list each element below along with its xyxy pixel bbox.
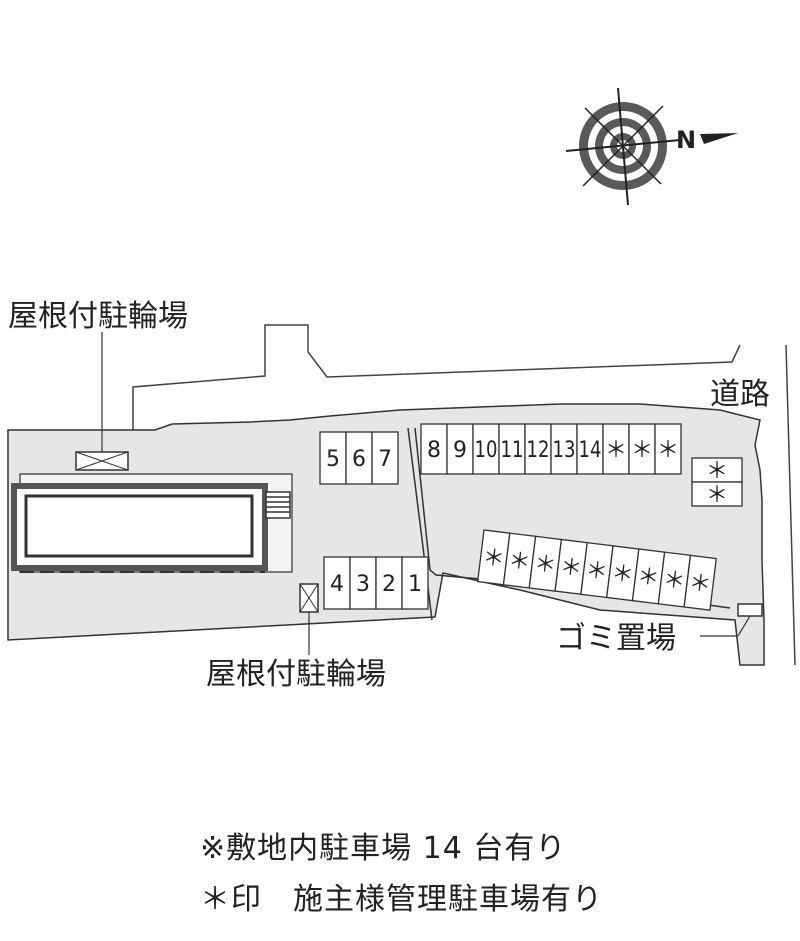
parking-space-label: 3	[356, 572, 370, 597]
parking-space	[576, 423, 604, 475]
bike-parking-bottom	[299, 583, 319, 613]
parking-right-pair: ＊＊	[691, 457, 743, 508]
parking-space	[319, 431, 347, 485]
parking-space-label: 8	[427, 438, 441, 463]
parking-space-label: 1	[408, 572, 422, 597]
parking-space	[691, 457, 743, 483]
parking-space-label: 10	[475, 438, 498, 463]
parking-space-label: ＊	[481, 545, 506, 572]
parking-space	[524, 423, 552, 475]
parking-space-label: ＊	[605, 438, 627, 463]
parking-space-label: 12	[527, 438, 550, 463]
parking-space-label: ＊	[706, 459, 728, 484]
parking-space-label: 14	[579, 438, 602, 463]
parking-space-label: 6	[352, 447, 366, 472]
parking-diagonal-row: ＊＊＊＊＊＊＊＊＊	[476, 529, 717, 611]
parking-space-label: 13	[553, 438, 576, 463]
parking-space-label: ＊	[631, 438, 653, 463]
parking-space-label: ＊	[706, 483, 728, 508]
parking-space-label: ＊	[688, 570, 713, 597]
leader-garbage-2	[737, 615, 751, 637]
parking-space	[691, 481, 743, 507]
parking-space	[446, 423, 474, 475]
parking-space-label: ＊	[657, 438, 679, 463]
bike-parking-bottom-label: 屋根付駐輪場	[206, 657, 386, 692]
road-outline	[132, 324, 741, 430]
parking-space	[654, 423, 682, 475]
parking-space	[345, 431, 373, 485]
parking-space-label: 5	[326, 447, 340, 472]
parking-space	[498, 423, 526, 475]
compass-icon	[565, 87, 738, 206]
parking-space-label: 2	[382, 572, 396, 597]
owner-parking-note: ＊印 施主様管理駐車場有り	[200, 882, 603, 917]
road-right-line	[785, 344, 796, 666]
parking-space-label: ＊	[533, 551, 558, 578]
parking-space	[420, 423, 448, 475]
parking-space-label: 7	[378, 447, 392, 472]
north-label: N	[676, 126, 696, 154]
parking-space-label: 11	[501, 438, 524, 463]
parking-space-label: ＊	[559, 555, 584, 582]
parking-note: ※敷地内駐車場 14 台有り	[200, 831, 567, 866]
bike-parking-top-label: 屋根付駐輪場	[8, 299, 188, 334]
garbage-box	[737, 603, 763, 617]
parking-space	[683, 554, 717, 611]
garbage-label: ゴミ置場	[556, 621, 676, 656]
building-inner	[24, 494, 254, 558]
parking-space-label: ＊	[610, 561, 635, 588]
parking-space-label: 9	[453, 438, 467, 463]
parking-space	[602, 423, 630, 475]
parking-space	[401, 556, 429, 610]
bike-parking-top	[75, 451, 129, 471]
parking-space-label: ＊	[662, 567, 687, 594]
stairs-icon	[265, 491, 291, 519]
parking-space-label: ＊	[636, 564, 661, 591]
parking-space-label: ＊	[584, 558, 609, 585]
parking-space-label: ＊	[507, 548, 532, 575]
parking-space	[371, 431, 399, 485]
parking-space-label: 4	[330, 572, 344, 597]
road-label: 道路	[710, 377, 770, 412]
